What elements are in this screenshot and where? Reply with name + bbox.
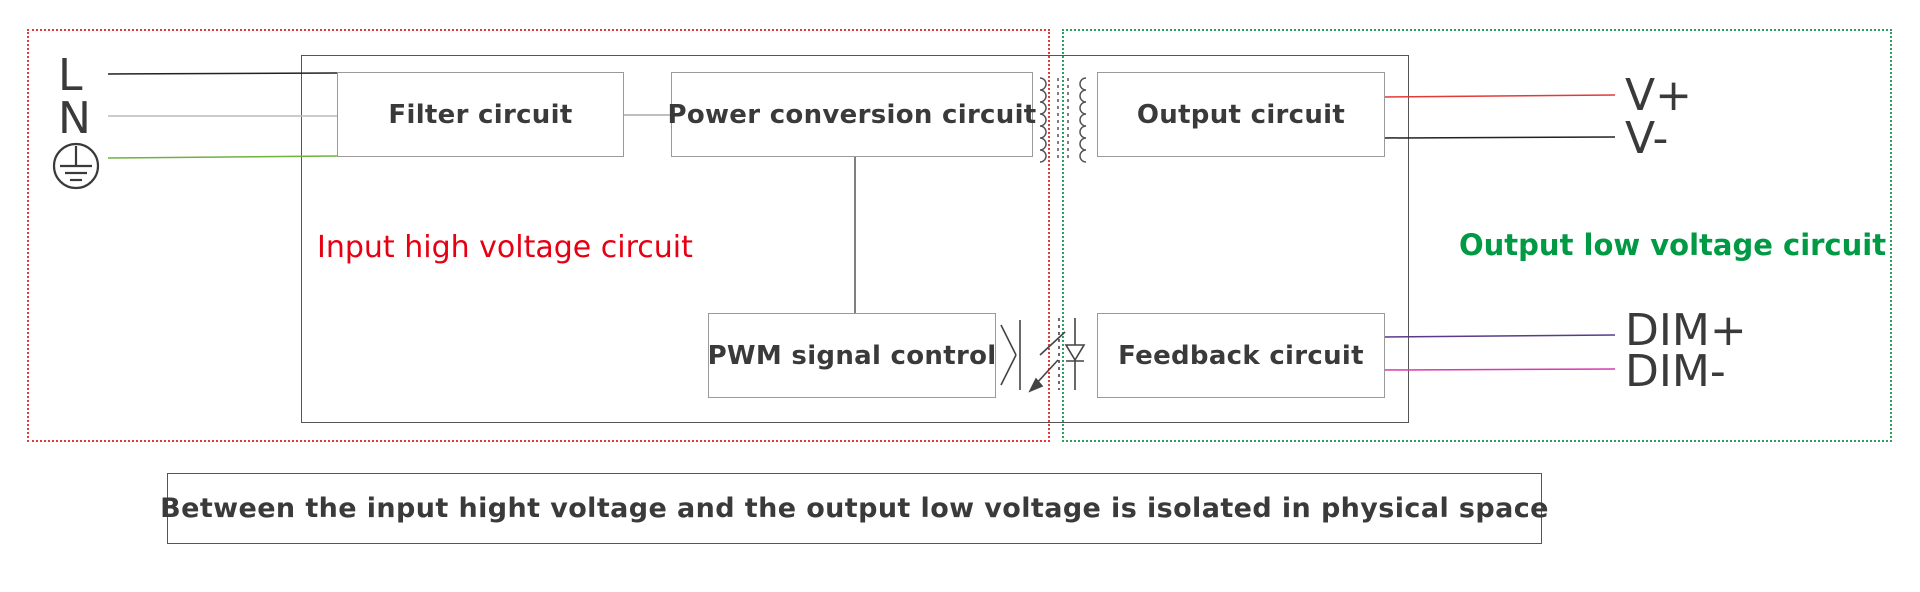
- terminal-v-plus: V+: [1625, 70, 1692, 121]
- output-circuit-block: Output circuit: [1097, 72, 1385, 157]
- isolation-note-text: Between the input hight voltage and the …: [160, 493, 1549, 524]
- terminal-dim-plus: DIM+: [1625, 305, 1747, 356]
- wire-line: [107, 72, 338, 75]
- feedback-circuit-label: Feedback circuit: [1118, 340, 1364, 371]
- filter-circuit-label: Filter circuit: [388, 99, 573, 130]
- wire-v-minus: [1382, 136, 1616, 139]
- wire-v-plus: [1382, 94, 1616, 98]
- pwm-control-label: PWM signal control: [707, 340, 997, 371]
- wire-dim-minus: [1382, 368, 1616, 371]
- feedback-circuit-block: Feedback circuit: [1097, 313, 1385, 398]
- ground-icon: [52, 142, 100, 190]
- input-zone-outline: [27, 29, 1050, 442]
- wire-ground: [107, 155, 338, 159]
- output-zone-label: Output low voltage circuit: [1459, 228, 1887, 262]
- terminal-dim-minus: DIM-: [1625, 346, 1726, 397]
- output-zone-outline: [1062, 29, 1892, 442]
- transformer-icon: [1039, 77, 1087, 163]
- output-circuit-label: Output circuit: [1136, 99, 1346, 130]
- device-enclosure: [301, 55, 1409, 423]
- wire-dim-plus: [1382, 334, 1616, 338]
- terminal-neutral: N: [58, 93, 91, 144]
- optocoupler-icon: [1000, 318, 1086, 393]
- input-zone-label: Input high voltage circuit: [317, 230, 693, 265]
- filter-circuit-block: Filter circuit: [337, 72, 624, 157]
- power-conversion-label: Power conversion circuit: [667, 99, 1037, 130]
- terminal-line: L: [58, 50, 83, 101]
- terminal-v-minus: V-: [1625, 113, 1669, 164]
- pwm-control-block: PWM signal control: [708, 313, 996, 398]
- power-conversion-block: Power conversion circuit: [667, 72, 1036, 157]
- isolation-note: Between the input hight voltage and the …: [160, 473, 1548, 544]
